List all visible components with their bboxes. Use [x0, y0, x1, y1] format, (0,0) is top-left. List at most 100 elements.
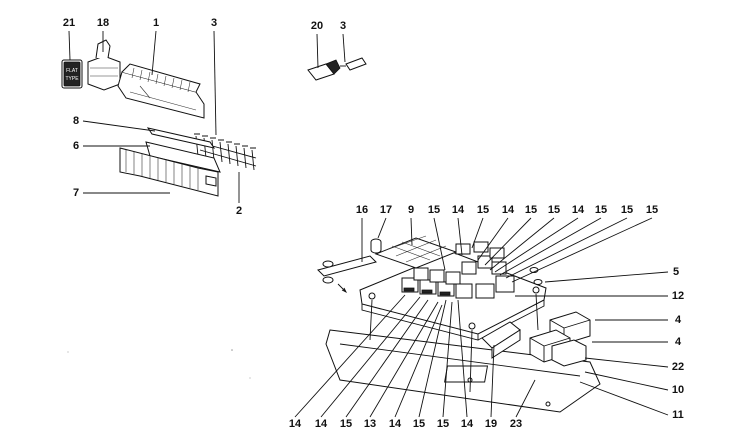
- part-number-label: 19: [485, 418, 497, 430]
- leader-line: [294, 294, 406, 418]
- part-17-post: [370, 238, 382, 254]
- part-number-label: 14: [461, 418, 474, 430]
- callout-c1: 1: [151, 17, 159, 76]
- part-number-label: 10: [672, 384, 684, 396]
- part-number-label: 15: [413, 418, 425, 430]
- part-21-module: FLAT TYPE: [61, 59, 83, 89]
- part-number-label: 15: [428, 204, 440, 216]
- callout-b15c: 15: [437, 301, 453, 430]
- part-number-label: 5: [673, 266, 679, 278]
- leader-line: [584, 357, 669, 368]
- callout-c17: 17: [377, 204, 392, 239]
- part-number-label: 15: [548, 204, 560, 216]
- leader-line: [82, 120, 156, 132]
- part-number-label: 17: [380, 204, 392, 216]
- leader-line: [484, 217, 532, 266]
- part-number-label: 18: [97, 17, 109, 29]
- leader-line: [471, 217, 484, 249]
- leader-line: [342, 33, 346, 63]
- callout-c3a: 3: [211, 17, 217, 136]
- leader-line: [433, 217, 446, 271]
- part-number-label: 20: [311, 20, 323, 32]
- part-number-label: 4: [675, 336, 682, 348]
- callout-c15a: 15: [428, 204, 446, 271]
- callout-c15d: 15: [489, 204, 560, 271]
- callout-b13: 13: [364, 301, 439, 430]
- part-number-label: 15: [621, 204, 633, 216]
- part-8-strip: [146, 127, 216, 149]
- part-number-label: 14: [315, 418, 328, 430]
- leader-line: [505, 217, 628, 279]
- base-plate: [325, 329, 601, 413]
- part-number-label: 23: [510, 418, 522, 430]
- callout-b14d: 14: [457, 299, 474, 430]
- part-4-relays: [529, 311, 591, 367]
- leader-line: [490, 344, 495, 418]
- leader-line: [316, 33, 319, 69]
- leader-line: [579, 381, 669, 416]
- callout-c15f: 15: [505, 204, 633, 279]
- part-number-label: 13: [364, 418, 376, 430]
- callout-c14a: 14: [452, 204, 465, 256]
- callout-c15b: 15: [471, 204, 489, 249]
- part-number-label: 14: [452, 204, 465, 216]
- callout-c8: 8: [73, 115, 156, 132]
- part-number-label: 8: [73, 115, 79, 127]
- callout-c4a: 4: [595, 314, 682, 326]
- callout-c5: 5: [544, 266, 679, 283]
- callout-c4b: 4: [592, 336, 682, 348]
- part-number-label: 9: [408, 204, 414, 216]
- part-number-label: 12: [672, 290, 684, 302]
- callout-c3b: 3: [340, 20, 346, 63]
- leader-line: [515, 379, 536, 418]
- leader-line: [477, 217, 509, 261]
- leader-line: [345, 299, 429, 418]
- leader-line: [584, 371, 669, 391]
- leader-line: [68, 30, 71, 61]
- leader-line: [377, 217, 387, 239]
- callout-c11: 11: [579, 381, 684, 421]
- part-number-label: 7: [73, 187, 79, 199]
- callout-b23: 23: [510, 379, 536, 430]
- callout-c6: 6: [73, 140, 150, 152]
- leader-line: [151, 30, 157, 76]
- leader-line: [213, 30, 217, 136]
- callout-c10: 10: [584, 371, 684, 396]
- leader-line: [320, 296, 421, 418]
- leader-line: [499, 217, 602, 276]
- callout-c12: 12: [515, 290, 684, 302]
- part-number-label: 4: [675, 314, 682, 326]
- leader-line: [410, 217, 413, 246]
- leader-line: [457, 299, 468, 418]
- callout-c18: 18: [97, 17, 109, 52]
- relay-array: [374, 235, 515, 299]
- callout-c16: 16: [356, 204, 368, 262]
- callout-c14b: 14: [477, 204, 515, 261]
- part-number-label: 15: [525, 204, 537, 216]
- part-number-label: 15: [340, 418, 352, 430]
- callout-b19: 19: [485, 344, 497, 430]
- leader-line: [544, 271, 669, 283]
- part-20-connector: [307, 57, 367, 81]
- part-7-ribbed-block: [119, 147, 219, 197]
- leader-line: [369, 301, 439, 418]
- callout-c22: 22: [584, 357, 684, 373]
- part-number-label: 3: [211, 17, 217, 29]
- callout-c15c: 15: [484, 204, 537, 266]
- part-19-relay: [481, 321, 521, 359]
- callout-b14c: 14: [389, 304, 443, 430]
- leader-line: [494, 217, 579, 273]
- leader-line: [418, 299, 447, 418]
- part-number-label: 22: [672, 361, 684, 373]
- callout-c20: 20: [311, 20, 323, 69]
- part-number-label: 14: [389, 418, 402, 430]
- callout-b14b: 14: [315, 296, 421, 430]
- callout-c9: 9: [408, 204, 414, 246]
- part-number-label: 15: [595, 204, 607, 216]
- part-number-label: 15: [437, 418, 449, 430]
- callout-c15e: 15: [499, 204, 607, 276]
- callout-b15b: 15: [413, 299, 447, 430]
- part-number-label: 14: [502, 204, 515, 216]
